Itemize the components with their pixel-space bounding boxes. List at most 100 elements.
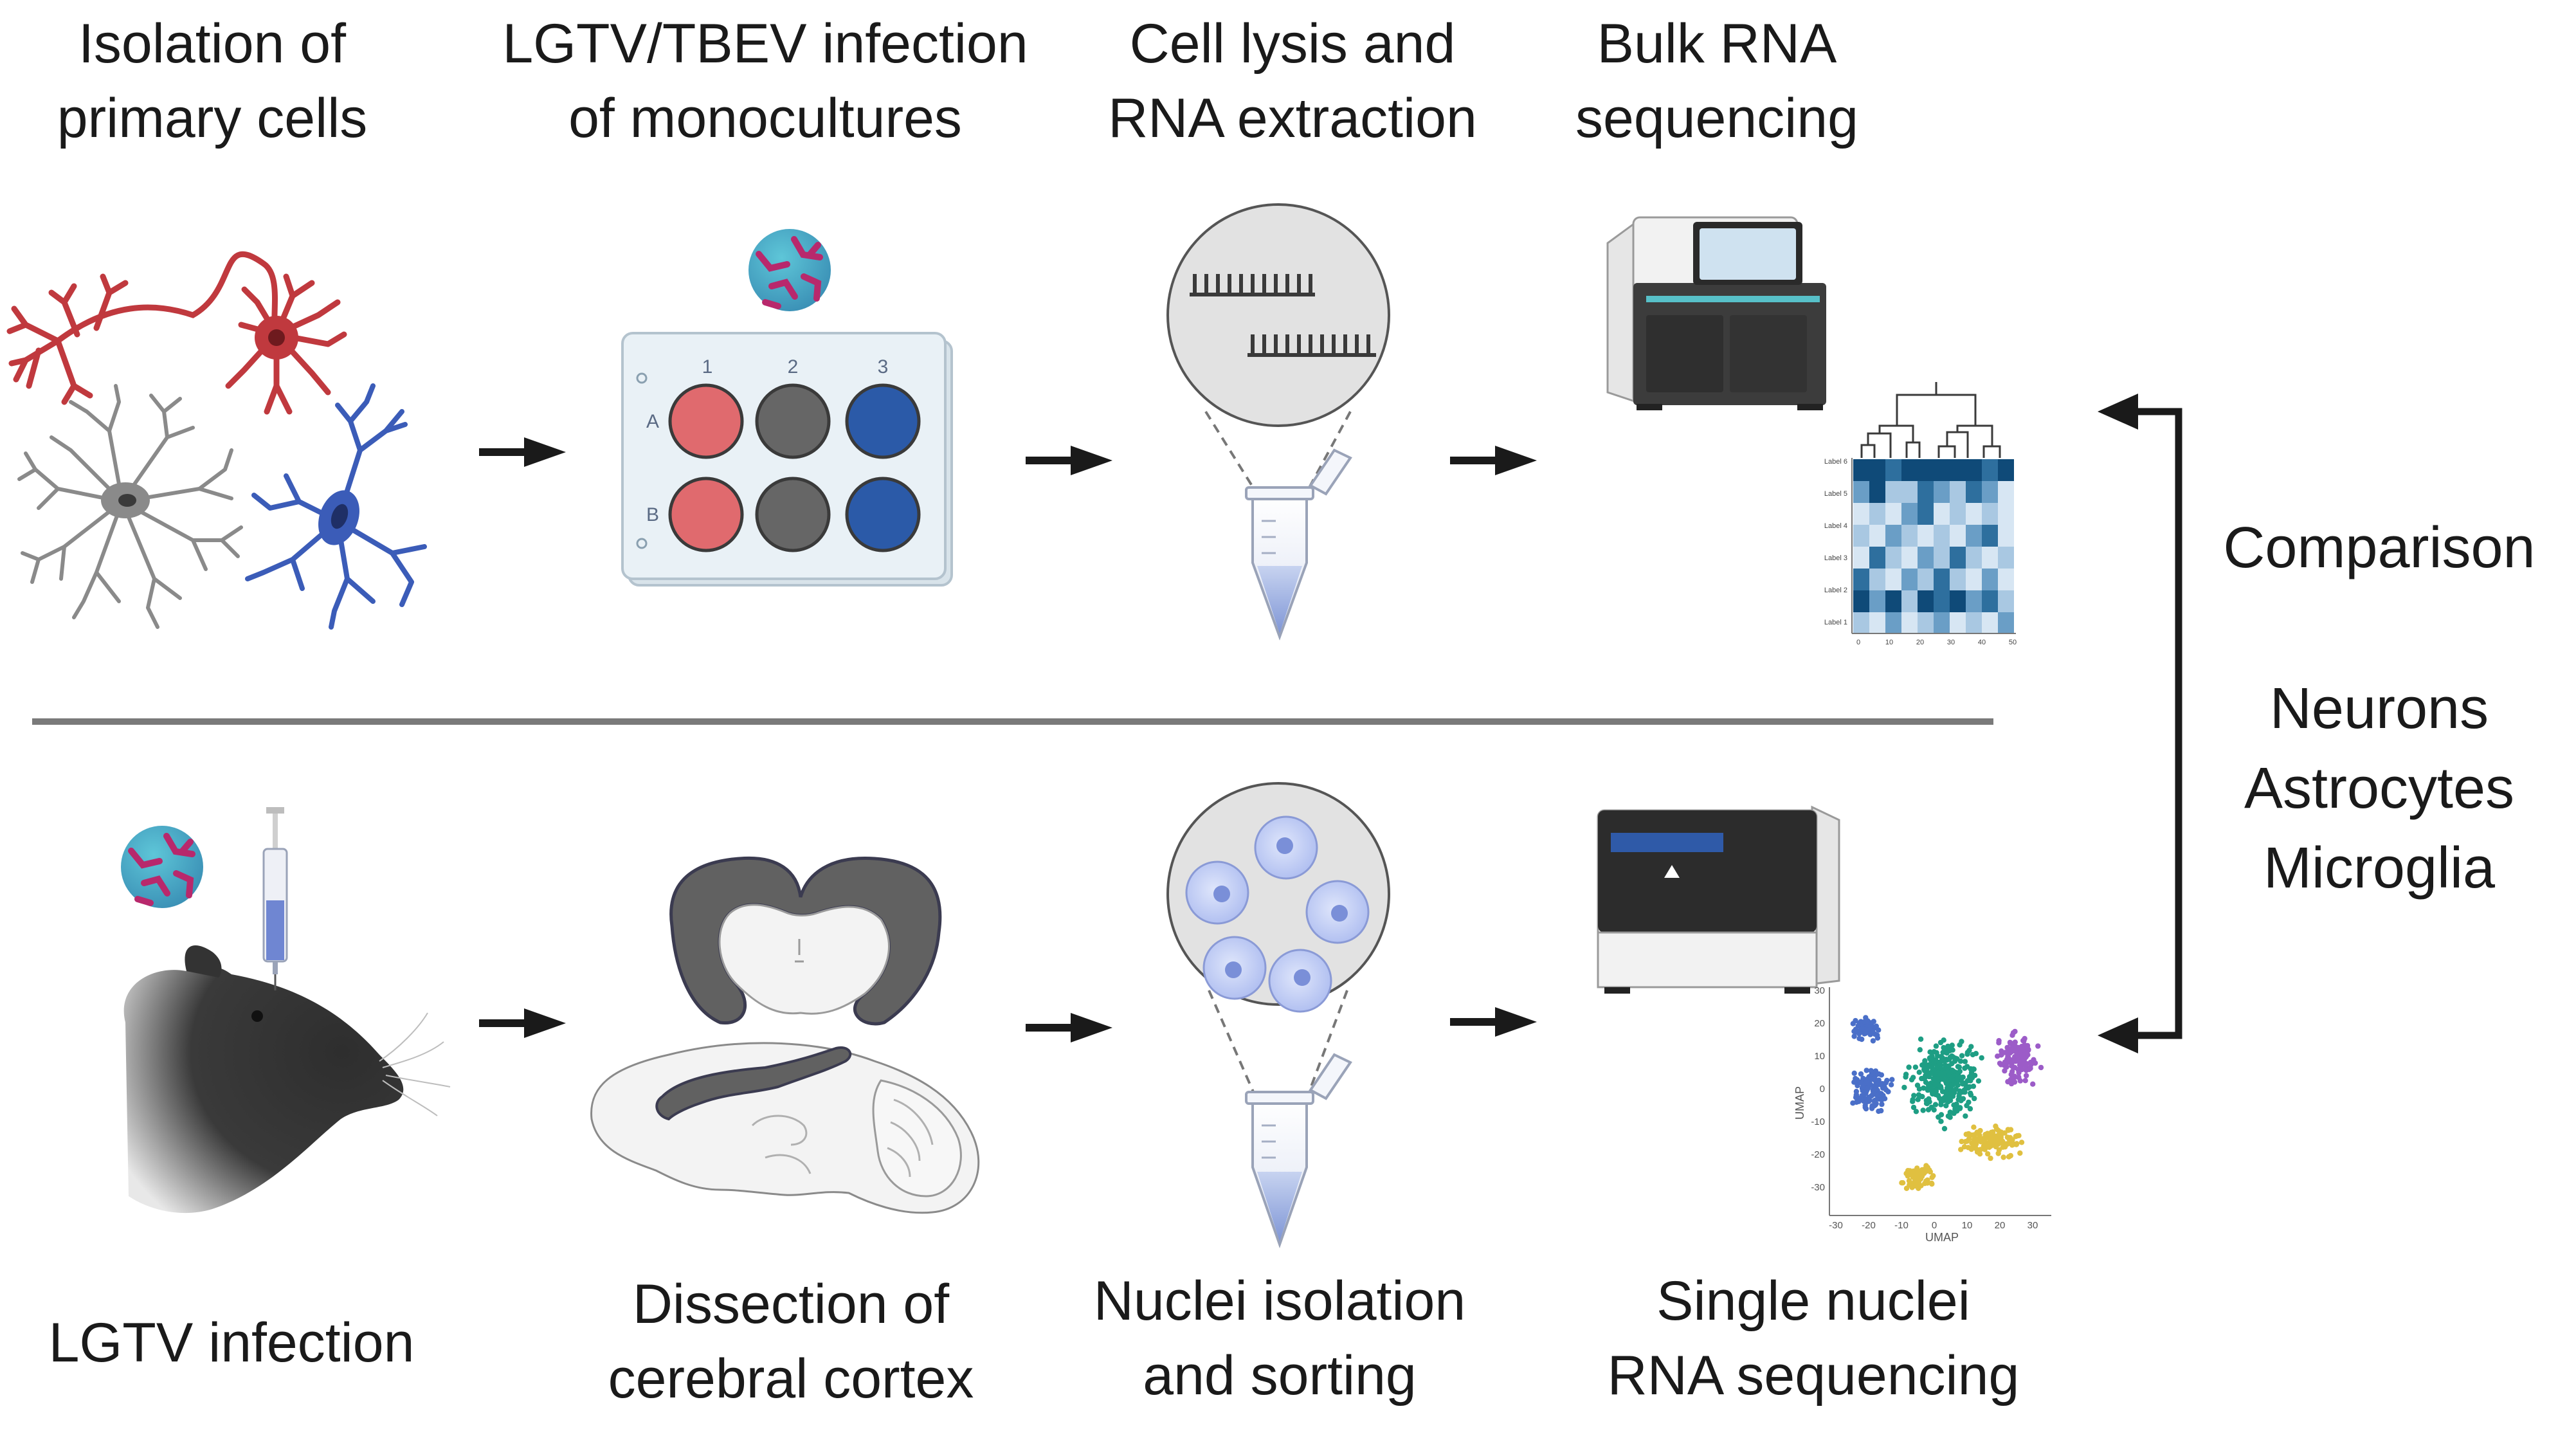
heatmap-cell bbox=[1853, 590, 1869, 612]
umap-point bbox=[1928, 1180, 1935, 1187]
heatmap-cell bbox=[1934, 481, 1950, 503]
mouse-silhouette bbox=[123, 945, 451, 1214]
heatmap-cell bbox=[1869, 503, 1885, 525]
umap-point bbox=[1916, 1069, 1922, 1075]
umap-x-tick: 0 bbox=[1932, 1220, 1937, 1231]
umap-point bbox=[1985, 1151, 1991, 1157]
umap-point bbox=[2023, 1073, 2029, 1079]
umap-point bbox=[1869, 1106, 1875, 1111]
umap-point bbox=[2024, 1044, 2030, 1050]
umap-point bbox=[1966, 1099, 1972, 1106]
neuron-cell bbox=[6, 251, 347, 415]
heatmap-cell bbox=[1998, 569, 2014, 590]
umap-point bbox=[1963, 1131, 1969, 1138]
heatmap-grid bbox=[1853, 459, 2014, 634]
umap-point bbox=[1945, 1043, 1951, 1050]
heatmap-x-tick: 10 bbox=[1885, 639, 1893, 646]
plate-col-3: 3 bbox=[878, 356, 889, 378]
umap-point bbox=[1928, 1104, 1934, 1111]
umap-point bbox=[1926, 1073, 1932, 1080]
well-b2 bbox=[755, 477, 831, 552]
heatmap-cell bbox=[1869, 459, 1885, 481]
umap-point bbox=[1999, 1140, 2004, 1145]
umap-point bbox=[1941, 1037, 1946, 1043]
umap-point bbox=[1941, 1048, 1948, 1054]
umap-point bbox=[1927, 1049, 1933, 1055]
umap-point bbox=[2018, 1140, 2025, 1145]
heatmap-cell bbox=[1885, 459, 1901, 481]
heatmap-cell bbox=[1918, 569, 1934, 590]
umap-point bbox=[2035, 1043, 2041, 1049]
umap-point bbox=[2004, 1134, 2011, 1140]
umap-point bbox=[1971, 1066, 1977, 1072]
plate-col-1: 1 bbox=[702, 356, 713, 378]
heatmap-cell bbox=[1998, 547, 2014, 569]
umap-point bbox=[1950, 1088, 1957, 1093]
umap-point bbox=[1871, 1098, 1877, 1104]
heatmap-cell bbox=[1934, 525, 1950, 547]
umap-point bbox=[1977, 1133, 1982, 1138]
umap-point bbox=[2019, 1053, 2025, 1059]
step-label-infection-monocultures: LGTV/TBEV infection of monocultures bbox=[502, 13, 1028, 149]
umap-point bbox=[1943, 1080, 1950, 1086]
umap-point bbox=[2023, 1068, 2029, 1073]
umap-point bbox=[1868, 1093, 1874, 1099]
umap-point bbox=[2013, 1142, 2019, 1147]
umap-point bbox=[2005, 1053, 2011, 1059]
umap-point bbox=[1951, 1102, 1957, 1108]
heatmap-cell bbox=[1998, 590, 2014, 612]
umap-point bbox=[1972, 1095, 1977, 1102]
umap-point bbox=[1874, 1093, 1880, 1098]
heatmap-cell bbox=[1918, 612, 1934, 634]
umap-point bbox=[1960, 1096, 1966, 1102]
umap-point bbox=[2004, 1142, 2009, 1147]
umap-y-tick: 20 bbox=[1814, 1018, 1825, 1029]
umap-point bbox=[1955, 1072, 1961, 1078]
umap-point bbox=[1949, 1042, 1955, 1048]
umap-point bbox=[2000, 1154, 2006, 1160]
well-a1 bbox=[668, 383, 744, 459]
heatmap-row-label: Label 2 bbox=[1824, 587, 1847, 594]
umap-point bbox=[1851, 1079, 1857, 1085]
umap-point bbox=[1874, 1032, 1880, 1038]
umap-point bbox=[1995, 1134, 2000, 1140]
umap-y-tick: -20 bbox=[1811, 1149, 1825, 1160]
step-label-isolation: Isolation of primary cells bbox=[57, 13, 368, 149]
umap-point bbox=[1998, 1129, 2004, 1135]
heatmap-cell bbox=[1934, 569, 1950, 590]
umap-point bbox=[1864, 1079, 1870, 1084]
umap-point bbox=[1859, 1080, 1865, 1087]
umap-point bbox=[2028, 1061, 2034, 1068]
heatmap-cell bbox=[1885, 569, 1901, 590]
umap-point bbox=[1938, 1102, 1944, 1107]
umap-point bbox=[1851, 1033, 1857, 1039]
umap-point bbox=[2012, 1064, 2018, 1071]
umap-point bbox=[1910, 1098, 1916, 1104]
umap-point bbox=[1959, 1053, 1965, 1059]
umap-point bbox=[1871, 1077, 1877, 1083]
heatmap-cell bbox=[1885, 612, 1901, 634]
arrow-bottom-2 bbox=[1026, 1013, 1112, 1042]
neuron-nucleus bbox=[268, 329, 285, 346]
umap-point bbox=[2006, 1127, 2011, 1133]
heatmap-cell bbox=[1982, 569, 1998, 590]
heatmap-cell bbox=[1966, 590, 1982, 612]
heatmap-cell bbox=[1950, 503, 1966, 525]
umap-point bbox=[1988, 1155, 1993, 1161]
heatmap-cell bbox=[1885, 525, 1901, 547]
umap-point bbox=[1932, 1082, 1937, 1088]
umap-point bbox=[1945, 1097, 1950, 1103]
umap-point bbox=[2010, 1030, 2017, 1036]
heatmap-cell bbox=[1982, 459, 1998, 481]
comparison-label: Comparison bbox=[2223, 516, 2535, 580]
heatmap-cell bbox=[1982, 503, 1998, 525]
umap-point bbox=[1853, 1026, 1859, 1032]
dendrogram bbox=[1860, 382, 2001, 458]
heatmap-cell bbox=[1998, 612, 2014, 634]
heatmap-x-tick: 40 bbox=[1978, 639, 1986, 646]
umap-point bbox=[1888, 1082, 1894, 1088]
arrow-top-3 bbox=[1450, 446, 1537, 475]
heatmap-cell bbox=[1869, 481, 1885, 503]
umap-point bbox=[1958, 1147, 1964, 1152]
umap-point bbox=[2016, 1075, 2022, 1080]
